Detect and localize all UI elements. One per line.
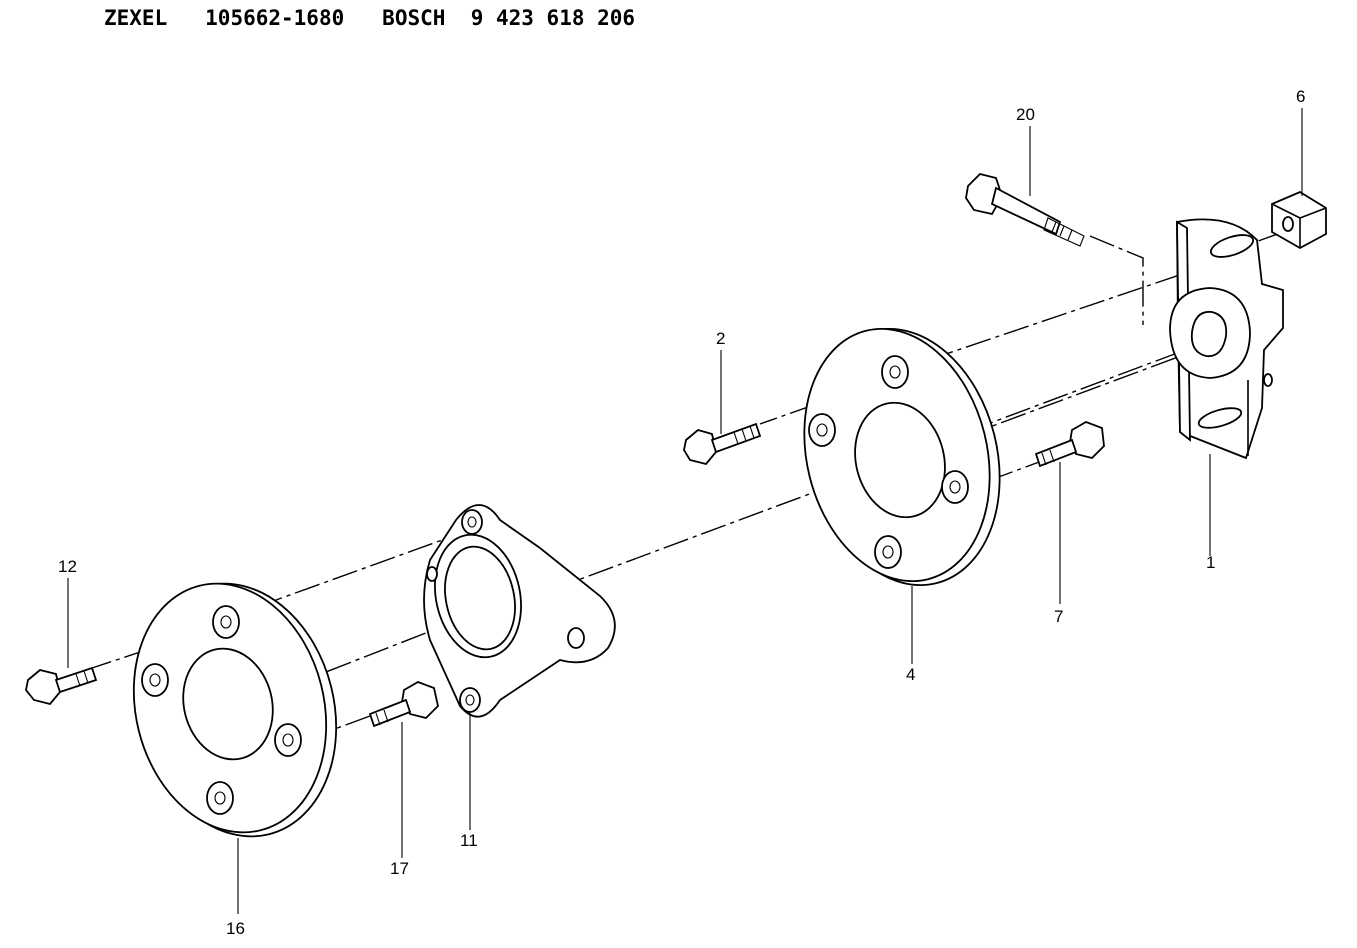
part-number-header: ZEXEL 105662-1680 BOSCH 9 423 618 206 <box>104 6 635 30</box>
callout-2: 2 <box>716 329 725 348</box>
zexel-label: ZEXEL <box>104 6 168 30</box>
callout-leaders <box>67 108 1303 914</box>
callout-7: 7 <box>1054 607 1063 626</box>
callout-17: 17 <box>390 859 409 878</box>
zexel-part-number: 105662-1680 <box>205 6 345 30</box>
part-20-long-bolt <box>965 173 1085 247</box>
part-1-bracket <box>1169 218 1284 460</box>
part-7-bolt <box>1034 421 1105 468</box>
callout-11: 11 <box>460 831 478 850</box>
part-12-bolt <box>25 666 98 706</box>
callout-1: 1 <box>1206 553 1215 572</box>
part-4-coupling-disc <box>803 328 1001 586</box>
callout-4: 4 <box>906 665 915 684</box>
part-16-coupling-disc <box>132 582 338 838</box>
part-2-bolt <box>683 422 762 466</box>
callout-16: 16 <box>226 919 245 938</box>
bosch-part-number: 9 423 618 206 <box>470 6 636 30</box>
part-11-flange <box>423 504 616 718</box>
callout-20: 20 <box>1016 105 1035 124</box>
part-6-square-nut <box>1271 190 1327 250</box>
part-17-bolt <box>368 681 439 728</box>
callout-12: 12 <box>58 557 77 576</box>
callout-labels: 6 20 2 1 7 4 12 11 17 16 <box>58 87 1305 938</box>
callout-6: 6 <box>1296 87 1305 106</box>
bosch-label: BOSCH <box>382 6 446 30</box>
